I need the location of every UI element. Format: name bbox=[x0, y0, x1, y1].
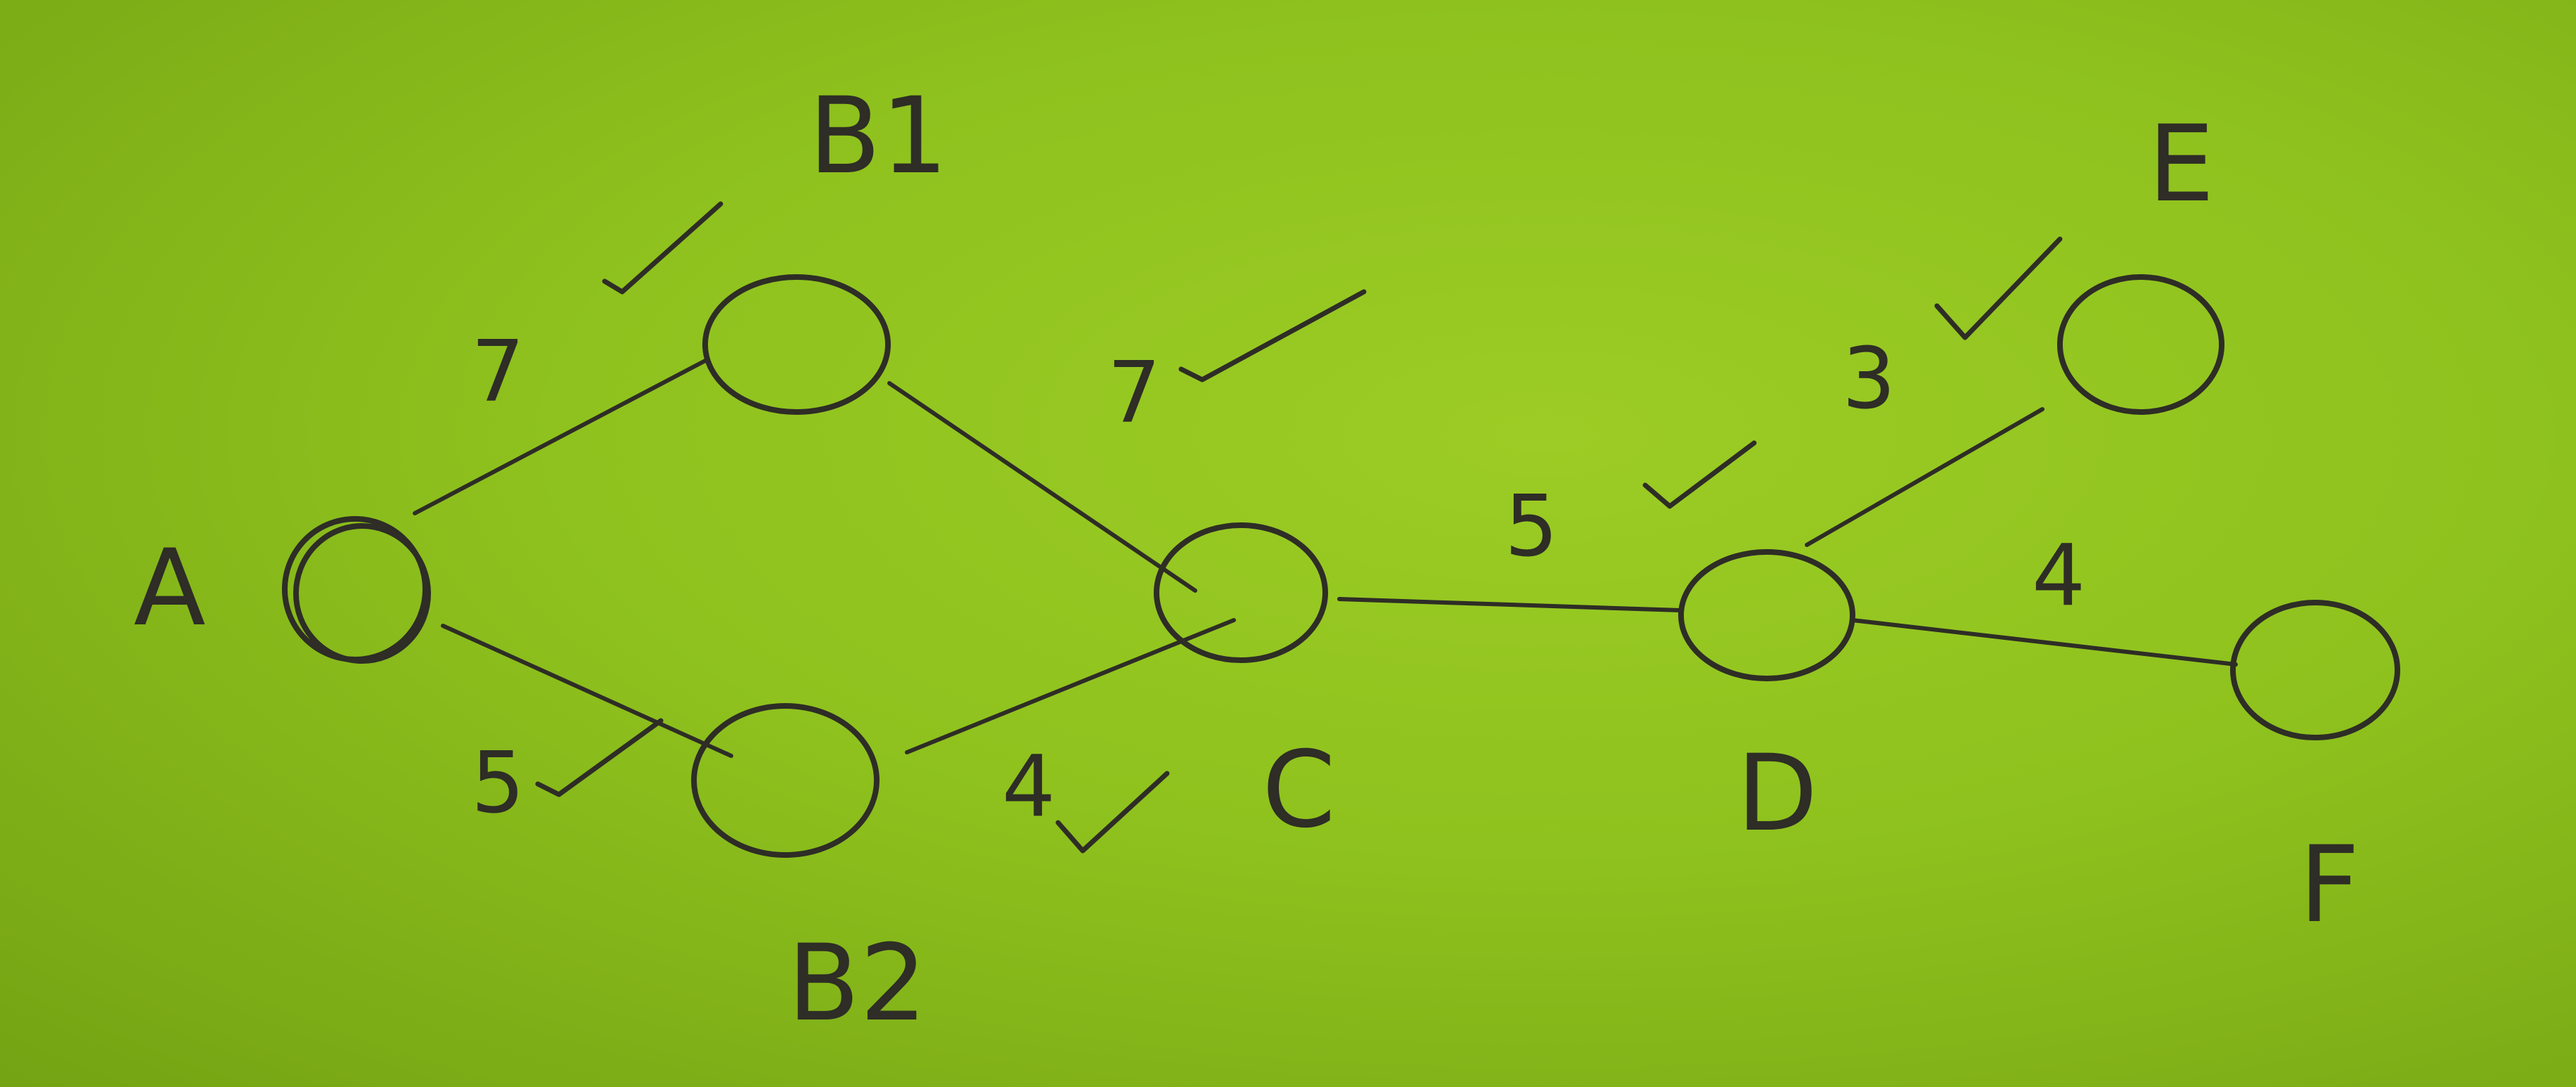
node-label-b1: B1 bbox=[809, 75, 948, 198]
check-mark-icon bbox=[535, 718, 664, 797]
edge-b1-c bbox=[887, 381, 1197, 593]
edge-weight-a-b2: 5 bbox=[471, 735, 524, 832]
node-a-outline bbox=[293, 523, 431, 664]
edge-d-f bbox=[1850, 618, 2238, 667]
check-mark-icon bbox=[1178, 289, 1367, 382]
node-label-d: D bbox=[1737, 733, 1818, 855]
edge-weight-d-f: 4 bbox=[2032, 527, 2085, 625]
node-label-f: F bbox=[2299, 824, 2359, 946]
edge-a-b1 bbox=[413, 358, 709, 515]
edges-layer bbox=[413, 358, 2238, 758]
check-marks-layer bbox=[535, 201, 2063, 854]
check-mark-icon bbox=[1642, 440, 1757, 509]
node-e bbox=[2057, 274, 2224, 415]
check-mark-icon bbox=[602, 201, 723, 295]
node-f bbox=[2230, 600, 2400, 740]
node-c bbox=[1154, 522, 1328, 663]
node-b1 bbox=[702, 274, 891, 415]
nodes-layer bbox=[282, 274, 2400, 858]
node-label-e: E bbox=[2148, 103, 2215, 226]
edge-d-e bbox=[1805, 407, 2044, 547]
edge-weight-b1-c: 7 bbox=[1107, 345, 1161, 442]
check-mark-icon bbox=[1934, 236, 2063, 340]
edge-weight-d-e: 3 bbox=[1842, 330, 1895, 428]
edge-weight-c-d: 5 bbox=[1505, 478, 1558, 576]
edge-c-d bbox=[1337, 597, 1682, 612]
edge-weight-a-b1: 7 bbox=[471, 323, 524, 421]
node-label-b2: B2 bbox=[787, 922, 927, 1045]
edge-a-b2 bbox=[441, 624, 733, 758]
node-d bbox=[1678, 549, 1855, 681]
edge-weight-b2-c: 4 bbox=[1002, 738, 1055, 836]
check-mark-icon bbox=[1055, 771, 1170, 854]
node-label-a: A bbox=[134, 527, 206, 650]
node-b2 bbox=[691, 703, 880, 858]
node-label-c: C bbox=[1262, 729, 1336, 851]
